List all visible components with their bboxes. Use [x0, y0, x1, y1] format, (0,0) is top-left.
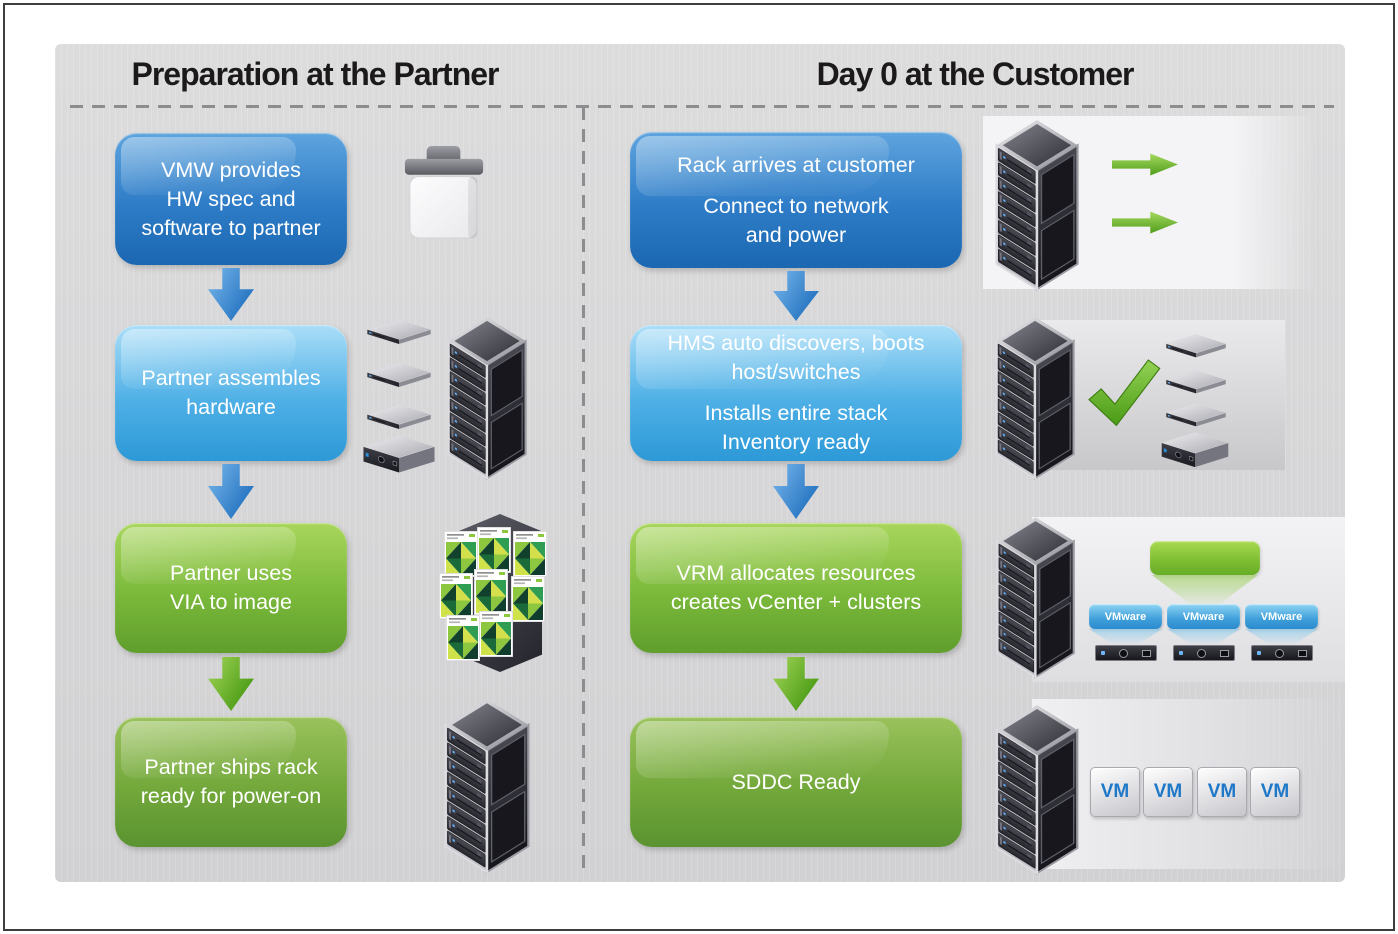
software-box-icon [479, 611, 513, 657]
power-knob [1197, 648, 1206, 658]
step-box-hms-discovers: HMS auto discovers, boots host/switches … [630, 325, 962, 461]
host-server-bar [1251, 645, 1313, 661]
server-rack-icon [444, 317, 530, 480]
step-text-line: Partner ships rack [144, 755, 318, 779]
vm-label: VM [1260, 781, 1290, 802]
column-title-customer: Day 0 at the Customer [816, 56, 1135, 92]
server-rack-icon [992, 317, 1078, 480]
beam [1167, 629, 1240, 644]
network-switch-icon [1165, 369, 1227, 398]
step-paragraph: Rack arrives at customer [677, 151, 915, 180]
step-text-line: VIA to image [170, 590, 292, 614]
step-text-line: Rack arrives at customer [677, 152, 915, 177]
software-box-icon [511, 576, 545, 622]
software-box-icon [477, 527, 511, 573]
bin-icon [397, 139, 491, 246]
hypervisor-bar: VMware [1167, 604, 1240, 629]
step-text-line: HW spec and [166, 186, 296, 211]
software-box-icon [439, 573, 473, 619]
vm-label: VM [1100, 781, 1130, 802]
step-box-sddc-ready: SDDC Ready [630, 717, 962, 847]
step-box-partner-ships-rack: Partner ships rack ready for power-on [115, 717, 347, 847]
beam [1245, 629, 1318, 644]
checkmark-icon [1086, 357, 1162, 427]
port [1142, 649, 1151, 657]
server-node-icon [362, 434, 436, 480]
step-text-line: Partner uses [170, 561, 292, 585]
step-text-line: Connect to network [703, 193, 889, 218]
led-dot [1101, 651, 1105, 655]
vertical-divider [582, 107, 585, 877]
server-rack-icon [992, 120, 1082, 291]
step-box-partner-assembles: Partner assembles hardware [115, 325, 347, 461]
step-text-line: Installs entire stack [704, 401, 888, 425]
horizontal-divider [70, 105, 1334, 108]
server-rack-icon [993, 517, 1078, 679]
power-knob [1275, 648, 1284, 658]
hypervisor-label: VMware [1182, 610, 1225, 623]
software-box-icon [474, 569, 508, 615]
step-text-line: SDDC Ready [731, 769, 861, 794]
vrm-node [1150, 541, 1260, 575]
step-text-line: host/switches [731, 360, 861, 384]
step-text-line: VMW provides [161, 157, 301, 182]
step-text-line: and power [745, 222, 847, 247]
hypervisor-label: VMware [1104, 610, 1147, 623]
step-paragraph: HMS auto discovers, boots host/switches [668, 329, 925, 387]
led-dot [1257, 651, 1261, 655]
step-box-vmw-provides: VMW provides HW spec and software to par… [115, 133, 347, 265]
step-box-partner-uses-via: Partner uses VIA to image [115, 523, 347, 653]
step-text-line: Inventory ready [721, 430, 871, 454]
vm-box: VM [1143, 767, 1193, 817]
network-switch-icon [366, 318, 432, 349]
step-text-line: software to partner [141, 215, 321, 240]
vm-label: VM [1207, 781, 1237, 802]
step-text-line: creates vCenter + clusters [670, 590, 922, 614]
step-text-line: Partner assembles [141, 366, 321, 390]
hypervisor-bar: VMware [1089, 604, 1162, 629]
step-text-line: VRM allocates resources [676, 561, 916, 585]
vm-box: VM [1090, 767, 1140, 817]
software-box-icon [446, 615, 480, 661]
network-switch-icon [1165, 402, 1227, 431]
vm-box: VM [1197, 767, 1247, 817]
step-text-line: HMS auto discovers, boots [667, 331, 925, 355]
step-box-vrm-allocates: VRM allocates resources creates vCenter … [630, 523, 962, 653]
led-dot [1179, 651, 1183, 655]
step-text-line: hardware [186, 395, 276, 419]
network-switch-icon [366, 361, 432, 392]
step-paragraph: Connect to network and power [703, 192, 888, 250]
network-switch-icon [366, 403, 432, 434]
column-title-partner: Preparation at the Partner [131, 56, 500, 92]
network-switch-icon [1165, 333, 1227, 362]
step-box-rack-arrives: Rack arrives at customer Connect to netw… [630, 132, 962, 268]
software-box-icon [444, 531, 478, 577]
server-node-icon [1160, 431, 1230, 474]
step-paragraph: Installs entire stack Inventory ready [705, 399, 888, 457]
hypervisor-bar: VMware [1245, 604, 1318, 629]
server-rack-icon [441, 699, 533, 874]
software-box-icon [513, 531, 547, 577]
beam [1089, 629, 1162, 644]
host-server-bar [1095, 645, 1157, 661]
vm-label: VM [1153, 781, 1183, 802]
power-knob [1119, 648, 1128, 658]
host-server-bar [1173, 645, 1235, 661]
port [1220, 649, 1229, 657]
vm-box: VM [1250, 767, 1300, 817]
hypervisor-label: VMware [1260, 610, 1303, 623]
step-text-line: ready for power-on [140, 784, 322, 808]
port [1298, 649, 1307, 657]
server-rack-icon [992, 705, 1082, 875]
